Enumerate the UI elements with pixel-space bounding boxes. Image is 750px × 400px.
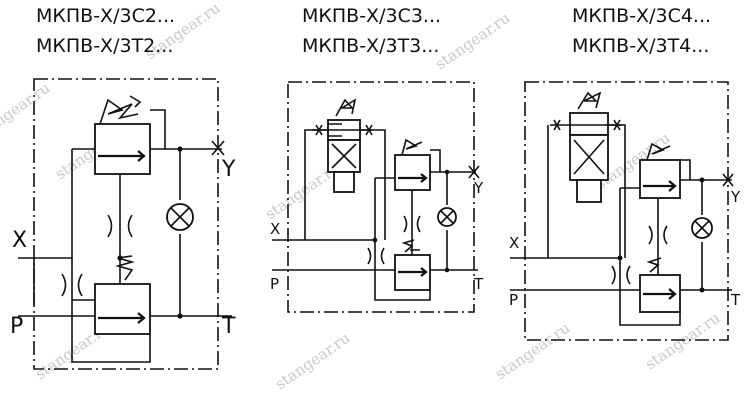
diagram-2-port-x: X xyxy=(270,220,280,238)
diagram-2-x-line xyxy=(272,129,386,275)
diagram-3-title-line1: МКПВ-Х/3С4... xyxy=(572,5,711,27)
relief-valve-icon xyxy=(394,154,431,191)
diagram-3-drain-line xyxy=(680,159,691,180)
diagram-3-port-t: T xyxy=(730,291,741,309)
diagram-1-port-y: Y xyxy=(221,157,236,182)
relief-valve-icon xyxy=(639,159,681,199)
watermark: stangear.ru xyxy=(272,329,354,394)
relief-valve-icon xyxy=(394,254,431,291)
spring-icon xyxy=(401,239,415,253)
diagram-2-port-y: Y xyxy=(473,179,484,197)
diagram-2-y-line xyxy=(374,171,476,270)
plug-icon xyxy=(211,140,225,156)
diagram-1-port-x: X xyxy=(12,228,27,253)
diagram-3-title-line2: МКПВ-Х/3Т4... xyxy=(572,35,709,57)
diagram-2-title-line2: МКПВ-Х/3Т3... xyxy=(302,35,439,57)
plug-icon xyxy=(468,165,480,179)
diagram-1-title-line1: МКПВ-Х/3С2... xyxy=(36,5,175,27)
pressure-gauge-icon xyxy=(437,207,457,227)
diagram-1-x-line xyxy=(18,257,73,334)
throttle-icon xyxy=(403,215,421,233)
diagram-3-junction xyxy=(699,177,705,183)
throttle-icon xyxy=(61,273,83,297)
diagram-3-x-line xyxy=(510,124,626,290)
relief-valve-icon xyxy=(94,283,151,335)
pressure-gauge-icon xyxy=(166,203,194,231)
diagram-1-junction xyxy=(177,146,183,152)
watermark: stangear.ru xyxy=(642,309,724,374)
relief-valve-icon xyxy=(94,123,151,175)
diagram-3-frame xyxy=(524,81,729,341)
watermark: stangear.ru xyxy=(432,9,514,74)
spring-icon xyxy=(401,138,423,156)
diagram-2-junction xyxy=(372,237,378,243)
throttle-icon xyxy=(367,247,385,265)
relief-valve-icon xyxy=(639,274,681,313)
diagram-1-port-p: P xyxy=(10,314,23,339)
watermark: stangear.ru xyxy=(0,79,54,144)
diagram-3-junction xyxy=(617,255,623,261)
throttle-icon xyxy=(611,265,631,285)
diagram-3-junction xyxy=(699,287,705,293)
spring-icon xyxy=(99,98,139,125)
diagram-3-lower-loop xyxy=(619,290,681,326)
diagram-2-drain-line xyxy=(410,149,441,251)
spring-icon xyxy=(646,142,671,161)
diagram-3: МКПВ-Х/3С4... МКПВ-Х/3Т4... xyxy=(509,5,741,341)
pressure-gauge-icon xyxy=(691,217,713,239)
watermark: stangear.ru xyxy=(492,319,574,384)
diagram-1-frame xyxy=(33,78,219,370)
diagram-2-junction xyxy=(444,169,450,175)
diagram-3-port-x: X xyxy=(509,234,519,252)
diagram-1-junction xyxy=(177,313,183,319)
diagram-3-port-p: P xyxy=(509,291,518,309)
diagram-2-title-line1: МКПВ-Х/3С3... xyxy=(302,5,441,27)
throttle-icon xyxy=(648,225,668,245)
diagram-1-drain-line xyxy=(150,109,166,149)
diagram-2: МКПВ-Х/3С3... МКПВ-Х/3Т3... xyxy=(270,5,484,313)
spring-icon xyxy=(646,257,662,273)
diagram-2-frame xyxy=(287,81,475,313)
diagram-2-lower-loop xyxy=(374,275,431,301)
diagram-1-lower-loop xyxy=(71,334,151,363)
diagram-1-y-line xyxy=(179,148,222,316)
diagram-2-port-p: P xyxy=(270,275,279,293)
throttle-icon xyxy=(107,214,133,238)
diagram-2-port-t: T xyxy=(473,275,484,293)
diagram-2-junction xyxy=(444,267,450,273)
spring-icon xyxy=(115,255,135,281)
plug-icon xyxy=(722,173,734,187)
diagram-3-port-y: Y xyxy=(730,188,741,206)
diagram-3-y-line xyxy=(619,179,732,290)
solenoid-valve-icon xyxy=(550,91,622,203)
diagram-1: МКПВ-Х/3С2... МКПВ-Х/3Т2... xyxy=(10,5,236,370)
spring-arrow-icon xyxy=(129,95,142,108)
diagram-1-port-t: T xyxy=(221,314,236,339)
diagram-1-title-line2: МКПВ-Х/3Т2... xyxy=(36,35,173,57)
